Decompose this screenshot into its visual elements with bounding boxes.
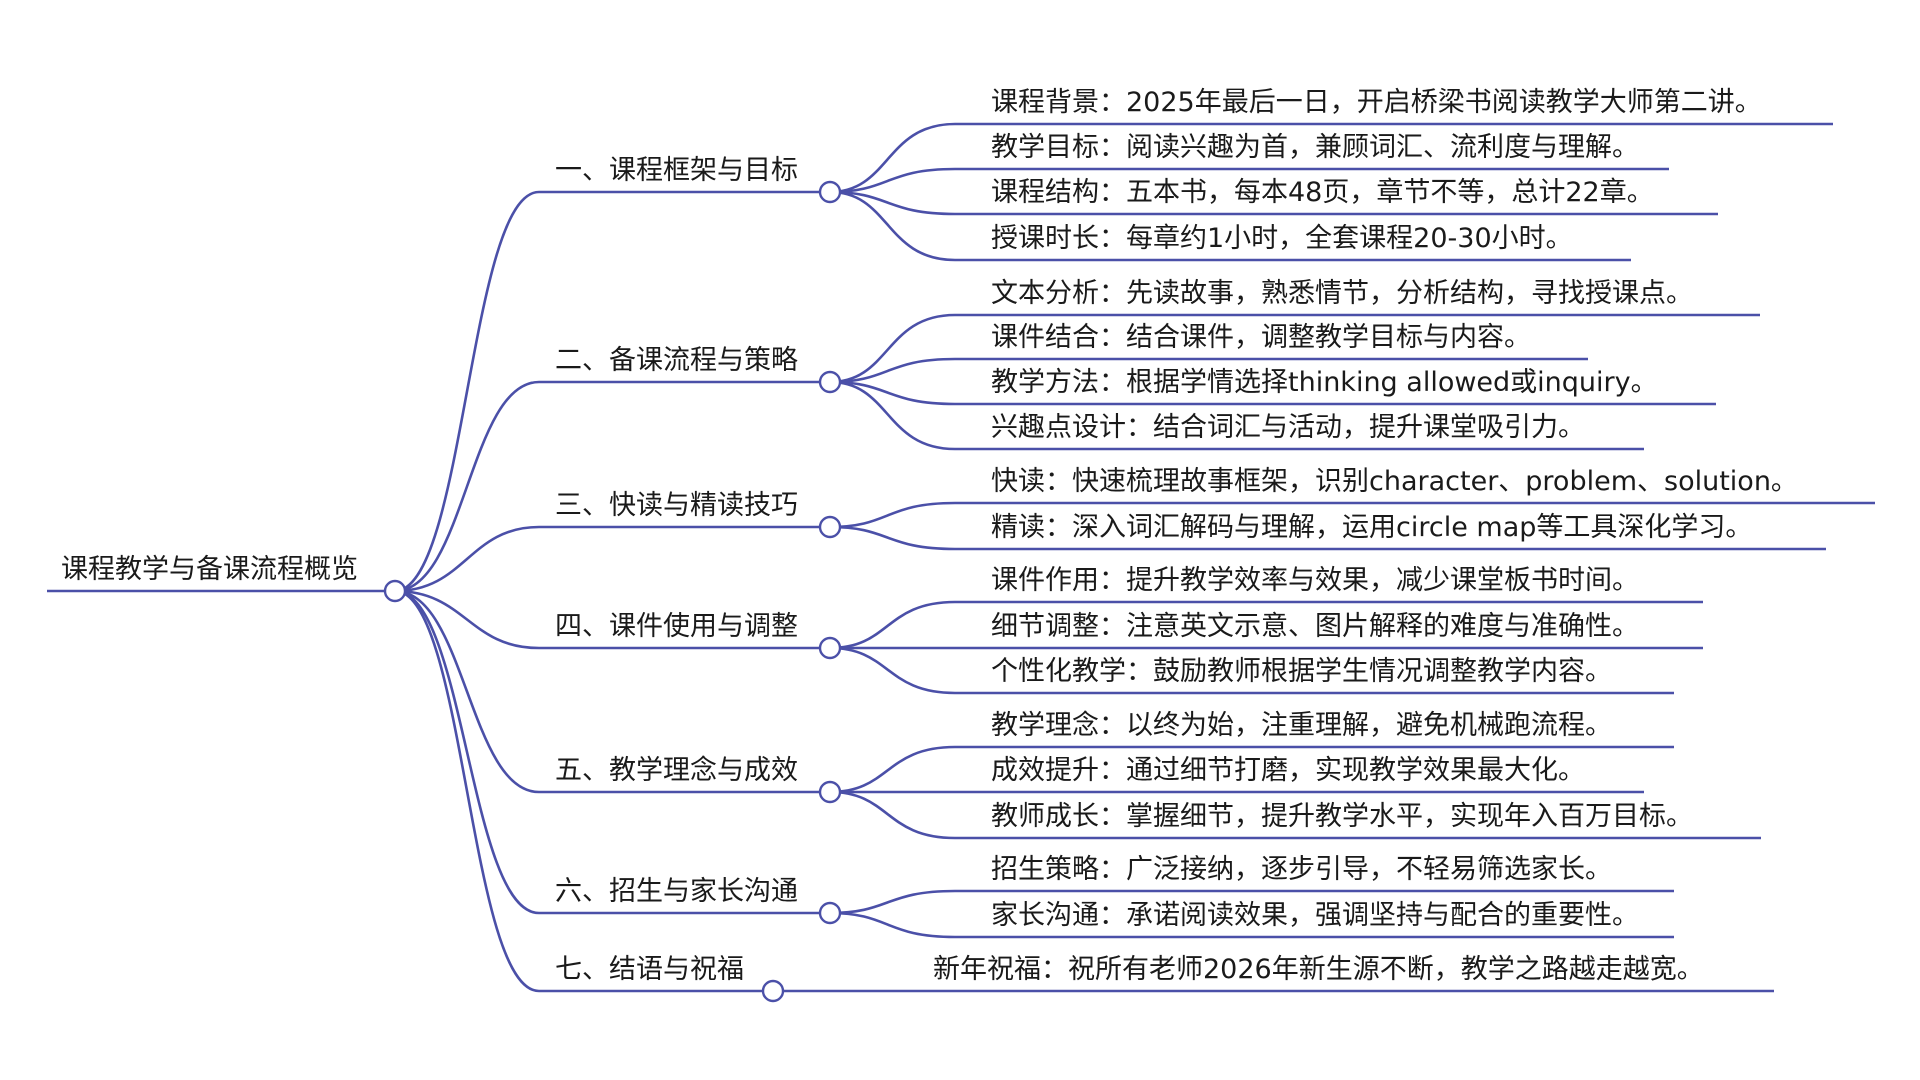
leaf-text: 文本分析：先读故事，熟悉情节，分析结构，寻找授课点。: [991, 278, 1693, 309]
leaf-text: 精读：深入词汇解码与理解，运用circle map等工具深化学习。: [991, 512, 1753, 543]
leaf-connector: [829, 646, 1674, 695]
root-collapse-toggle[interactable]: [383, 579, 407, 603]
leaf-text: 家长沟通：承诺阅读效果，强调坚持与配合的重要性。: [991, 900, 1639, 931]
branch-connector: [394, 589, 830, 650]
branch-title: 五、教学理念与成效: [555, 755, 798, 786]
leaf-text: 教师成长：掌握细节，提升教学水平，实现年入百万目标。: [991, 801, 1693, 832]
leaf-connector: [829, 190, 1718, 216]
leaf-text: 新年祝福：祝所有老师2026年新生源不断，教学之路越走越宽。: [933, 954, 1704, 985]
branch-title: 四、课件使用与调整: [555, 611, 798, 642]
leaf-connector: [829, 122, 1833, 194]
branch-collapse-toggle[interactable]: [818, 180, 842, 204]
branch-connector: [394, 380, 830, 593]
branch-connector: [394, 589, 830, 794]
leaf-text: 细节调整：注意英文示意、图片解释的难度与准确性。: [991, 611, 1639, 642]
leaf-text: 教学方法：根据学情选择thinking allowed或inquiry。: [991, 367, 1658, 398]
leaf-text: 课件作用：提升教学效率与效果，减少课堂板书时间。: [991, 565, 1639, 596]
leaf-text: 成效提升：通过细节打磨，实现教学效果最大化。: [991, 755, 1585, 786]
leaf-text: 招生策略：广泛接纳，逐步引导，不轻易筛选家长。: [991, 854, 1612, 885]
branch-connector: [394, 190, 830, 593]
branch-title: 三、快读与精读技巧: [555, 490, 798, 521]
leaf-connector: [829, 190, 1631, 262]
branch-collapse-toggle[interactable]: [818, 780, 842, 804]
leaf-connector: [829, 357, 1588, 384]
leaf-connector: [829, 911, 1674, 939]
branch-title: 一、课程框架与目标: [555, 155, 798, 186]
leaf-text: 课程背景：2025年最后一日，开启桥梁书阅读教学大师第二讲。: [991, 87, 1762, 118]
leaf-connector: [829, 167, 1669, 194]
branch-collapse-toggle[interactable]: [818, 515, 842, 539]
root-node-title: 课程教学与备课流程概览: [61, 554, 358, 585]
leaf-text: 教学理念：以终为始，注重理解，避免机械跑流程。: [991, 710, 1612, 741]
leaf-text: 教学目标：阅读兴趣为首，兼顾词汇、流利度与理解。: [991, 132, 1639, 163]
leaf-text: 个性化教学：鼓励教师根据学生情况调整教学内容。: [991, 656, 1612, 687]
leaf-text: 课程结构：五本书，每本48页，章节不等，总计22章。: [991, 177, 1654, 208]
leaf-connector: [829, 600, 1703, 650]
branch-collapse-toggle[interactable]: [818, 901, 842, 925]
branch-collapse-toggle[interactable]: [818, 370, 842, 394]
branch-connector: [394, 589, 830, 915]
leaf-connector: [829, 745, 1674, 794]
branch-title: 七、结语与祝福: [555, 954, 744, 985]
leaf-text: 授课时长：每章约1小时，全套课程20-30小时。: [991, 223, 1573, 254]
branch-collapse-toggle[interactable]: [818, 636, 842, 660]
leaf-connector: [829, 501, 1875, 529]
branch-connector: [394, 589, 773, 993]
leaf-connector: [829, 790, 1761, 840]
leaf-text: 课件结合：结合课件，调整教学目标与内容。: [991, 322, 1531, 353]
branch-connector: [394, 525, 830, 593]
leaf-connector: [829, 380, 1716, 406]
branch-title: 六、招生与家长沟通: [555, 876, 798, 907]
leaf-connector: [829, 525, 1826, 551]
leaf-connector: [829, 380, 1644, 451]
leaf-connector: [829, 313, 1760, 384]
leaf-connector: [829, 889, 1674, 915]
leaf-text: 快读：快速梳理故事框架，识别character、problem、solution…: [991, 466, 1798, 497]
branch-title: 二、备课流程与策略: [555, 345, 798, 376]
branch-collapse-toggle[interactable]: [761, 979, 785, 1003]
leaf-text: 兴趣点设计：结合词汇与活动，提升课堂吸引力。: [991, 412, 1585, 443]
